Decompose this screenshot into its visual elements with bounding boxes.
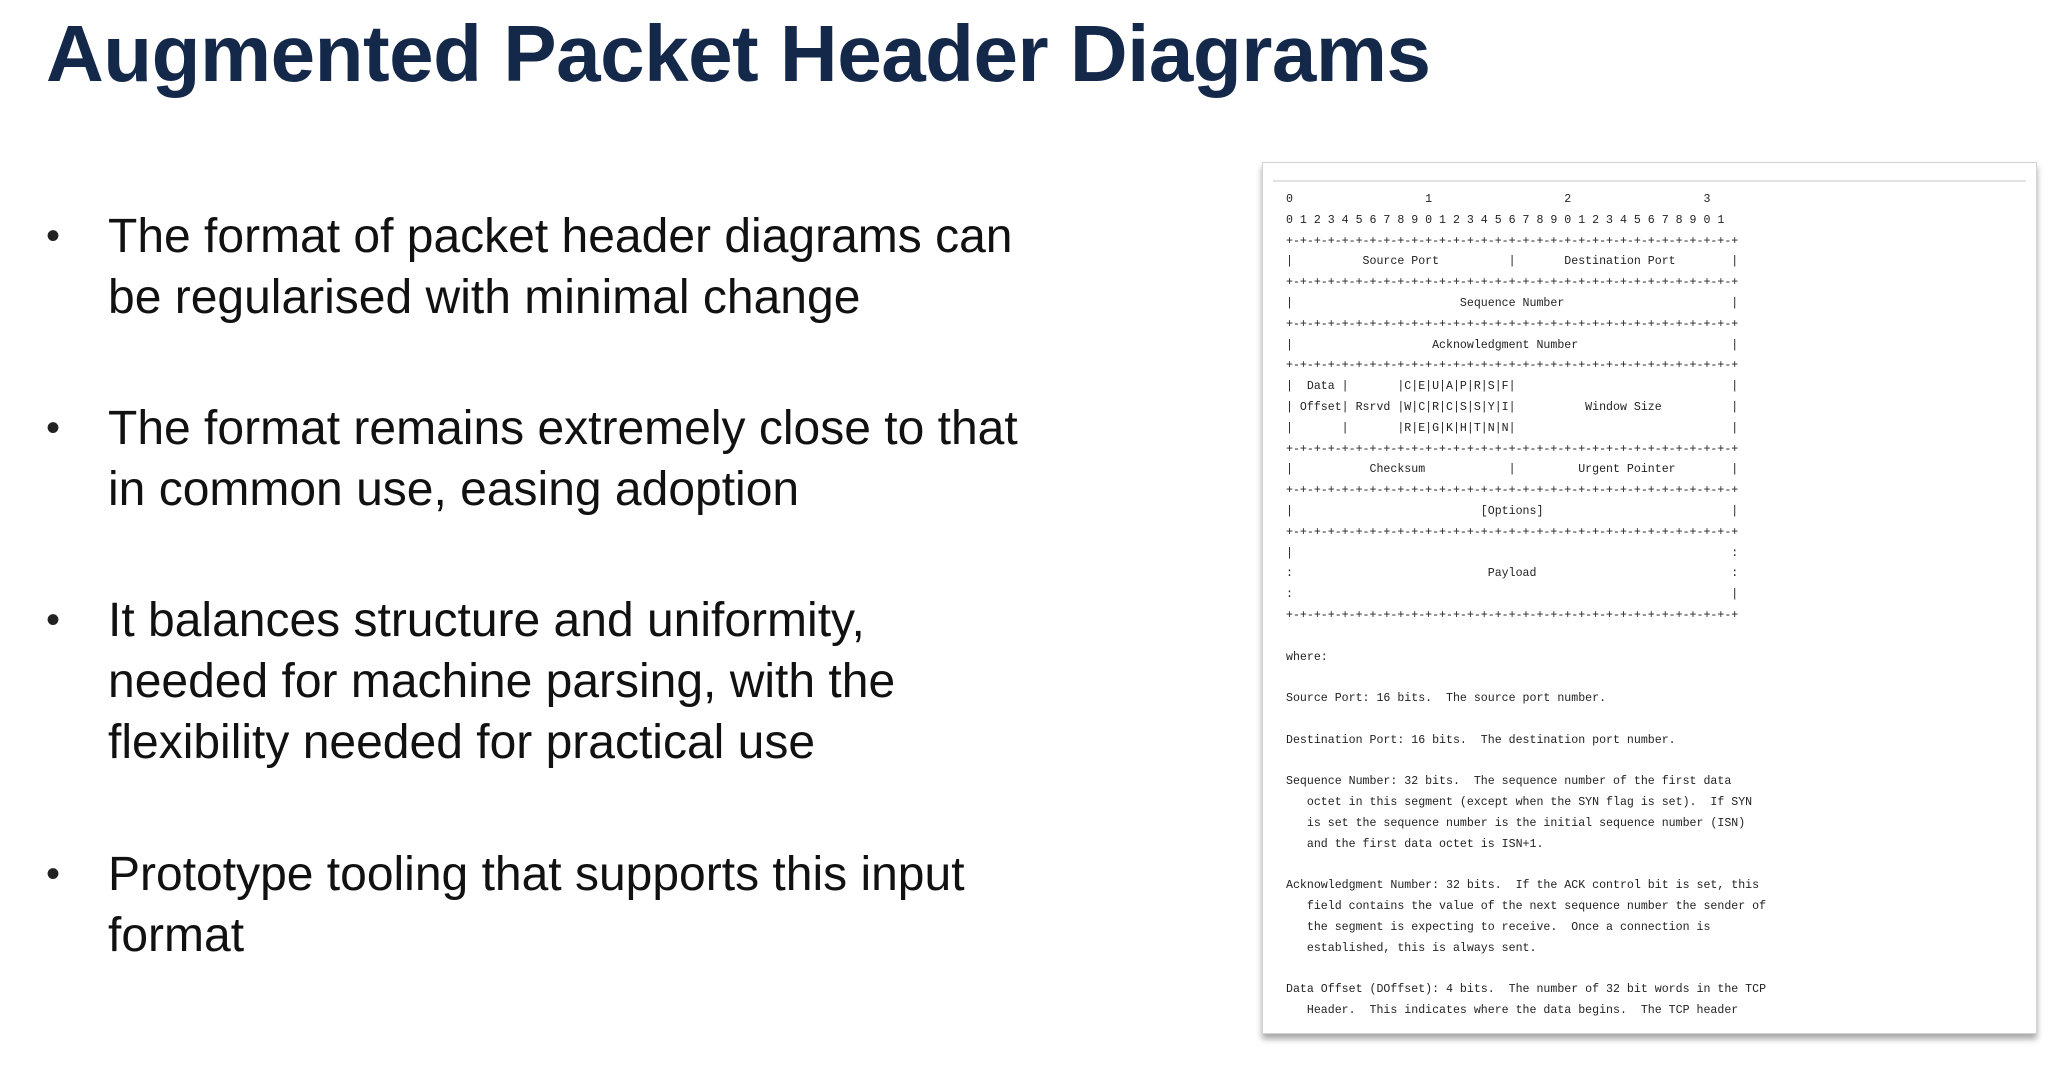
diagram-line: +-+-+-+-+-+-+-+-+-+-+-+-+-+-+-+-+-+-+-+-…: [1286, 525, 1739, 539]
ascii-diagram: 0 1 2 3 0 1 2 3 4 5 6 7 8 9 0 1 2 3 4 5 6…: [1286, 190, 1766, 1022]
diagram-line: is set the sequence number is the initia…: [1286, 816, 1746, 830]
diagram-line: [1286, 710, 1766, 731]
diagram-line: where:: [1286, 650, 1328, 664]
bullet-text: It balances structure and uniformity, ne…: [108, 594, 896, 769]
bullet-dot: •: [46, 214, 61, 258]
diagram-line: : |: [1286, 588, 1739, 602]
diagram-line: octet in this segment (except when the S…: [1286, 796, 1753, 810]
diagram-line: | Sequence Number |: [1286, 296, 1739, 310]
diagram-line: Destination Port: 16 bits. The destinati…: [1286, 733, 1676, 747]
diagram-line: [1286, 959, 1766, 980]
diagram-line: Data Offset (DOffset): 4 bits. The numbe…: [1286, 983, 1767, 997]
bullet-dot: •: [46, 406, 61, 450]
diagram-line: [1286, 752, 1766, 773]
diagram-line: Source Port: 16 bits. The source port nu…: [1286, 692, 1607, 706]
bullet-text: The format remains extremely close to th…: [108, 402, 1018, 516]
bullet-dot: •: [46, 852, 61, 896]
bullet-dot: •: [46, 598, 61, 642]
diagram-line: the segment is expecting to receive. Onc…: [1286, 920, 1711, 934]
packet-diagram-image: 0 1 2 3 0 1 2 3 4 5 6 7 8 9 0 1 2 3 4 5 6…: [1262, 162, 2037, 1034]
diagram-line: | | |R|E|G|K|H|T|N|N| |: [1286, 421, 1739, 435]
diagram-line: +-+-+-+-+-+-+-+-+-+-+-+-+-+-+-+-+-+-+-+-…: [1286, 442, 1739, 456]
diagram-line: Sequence Number: 32 bits. The sequence n…: [1286, 775, 1732, 789]
diagram-line: [1286, 856, 1766, 877]
diagram-line: field contains the value of the next seq…: [1286, 900, 1767, 914]
diagram-line: Acknowledgment Number: 32 bits. If the A…: [1286, 879, 1760, 893]
diagram-line: | Checksum | Urgent Pointer |: [1286, 463, 1739, 477]
diagram-line: | [Options] |: [1286, 504, 1739, 518]
diagram-line: +-+-+-+-+-+-+-+-+-+-+-+-+-+-+-+-+-+-+-+-…: [1286, 608, 1739, 622]
diagram-line: | Source Port | Destination Port |: [1286, 255, 1739, 269]
diagram-line: and the first data octet is ISN+1.: [1286, 837, 1544, 851]
diagram-line: | :: [1286, 546, 1739, 560]
diagram-line: +-+-+-+-+-+-+-+-+-+-+-+-+-+-+-+-+-+-+-+-…: [1286, 234, 1739, 248]
slide-title: Augmented Packet Header Diagrams: [46, 9, 1431, 98]
diagram-line: | Data | |C|E|U|A|P|R|S|F| |: [1286, 380, 1739, 394]
divider: [1273, 180, 2026, 182]
diagram-line: 0 1 2 3: [1286, 193, 1711, 206]
diagram-line: +-+-+-+-+-+-+-+-+-+-+-+-+-+-+-+-+-+-+-+-…: [1286, 484, 1739, 498]
diagram-line: +-+-+-+-+-+-+-+-+-+-+-+-+-+-+-+-+-+-+-+-…: [1286, 317, 1739, 331]
diagram-line: 0 1 2 3 4 5 6 7 8 9 0 1 2 3 4 5 6 7 8 9 …: [1286, 213, 1725, 227]
diagram-line: | Offset| Rsrvd |W|C|R|C|S|S|Y|I| Window…: [1286, 400, 1739, 414]
diagram-line: [1286, 668, 1766, 689]
diagram-line: +-+-+-+-+-+-+-+-+-+-+-+-+-+-+-+-+-+-+-+-…: [1286, 359, 1739, 373]
diagram-line: Header. This indicates where the data be…: [1286, 1004, 1739, 1018]
diagram-line: +-+-+-+-+-+-+-+-+-+-+-+-+-+-+-+-+-+-+-+-…: [1286, 276, 1739, 290]
diagram-line: : Payload :: [1286, 567, 1739, 581]
bullet-text: The format of packet header diagrams can…: [108, 210, 1013, 324]
diagram-line: established, this is always sent.: [1286, 941, 1537, 955]
bullet-text: Prototype tooling that supports this inp…: [108, 848, 965, 962]
diagram-line: | Acknowledgment Number |: [1286, 338, 1739, 352]
diagram-line: [1286, 627, 1766, 648]
